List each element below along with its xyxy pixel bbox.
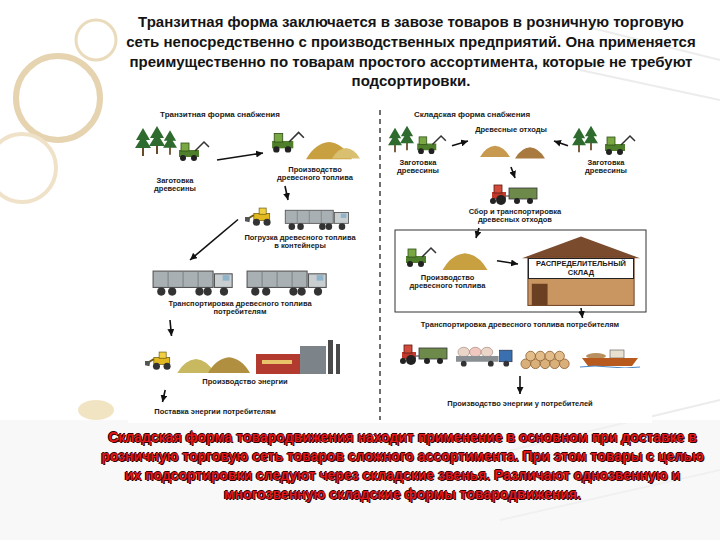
tractor [490,185,537,205]
step-box: Производство энергии [140,338,350,388]
fuel-production-picture [406,248,488,270]
chipper [272,132,304,152]
fuel-pile [443,253,488,270]
step-caption: Сбор и транспортировка древесных отходов [457,208,573,225]
step-box: Заготовка древесины [135,125,215,195]
loading-picture [245,208,349,230]
step-caption: Заготовка древесины [572,159,640,176]
flow-arrow [476,228,479,238]
fuel-production-picture [272,132,360,159]
tractor [400,345,447,365]
step-box: Заготовка древесины [570,125,642,177]
decor-ground [0,420,720,540]
harvest-picture [572,126,635,155]
warehouse [522,237,640,306]
step-box: Производство древесного топлива [400,240,495,292]
step-caption: Транспортировка древесного топлива потре… [397,321,643,330]
harvest-picture [388,126,446,154]
power-plant [256,340,340,374]
step-caption: Заготовка древесины [388,159,448,176]
harvester [417,136,446,154]
flow-arrow [285,186,288,200]
step-box: Погрузка древесного топлива в контейнеры [240,202,360,252]
harvest-picture [135,126,209,161]
step-caption: РАСПРЕДЕЛИТЕЛЬНЫЙ СКЛАД [528,258,634,279]
decor-ring [0,134,56,202]
slide-title: Транзитная форма заключается в завозе то… [122,12,700,91]
step-box: Производство древесного топлива [265,122,365,184]
decor-ring [16,56,100,140]
bag-truck [456,347,512,366]
step-caption: Древесные отходы [472,126,550,135]
step-caption: Заготовка древесины [137,177,213,194]
fuel-pile [177,359,215,373]
step-box: Древесные отходы [470,125,552,165]
flow-arrow [170,320,172,336]
tree [572,128,586,153]
diagram-panel [128,107,652,423]
step-box: Производство энергии у потребителей [430,396,610,410]
harvester [179,142,209,161]
decor-coin [78,400,114,420]
step-box: Поставка энергии потребителям [140,404,290,418]
step-caption: Производство энергии у потребителей [432,400,608,409]
slide-decor [0,20,720,540]
collection-picture [490,185,537,205]
flow-arrow [452,141,468,146]
step-box: Транспортировка древесного топлива потре… [140,262,340,318]
tree [584,126,598,151]
column-heading: Транзитная форма снабжения [140,110,300,120]
decor-ring [76,20,116,60]
tree [163,130,177,155]
step-caption: Производство древесного топлива [267,166,363,183]
delivery-picture [400,345,640,369]
loader [145,352,171,370]
truck [153,271,232,296]
loader [245,208,271,226]
tree [400,126,414,151]
flow-arrow [217,153,263,160]
warehouse-frame [395,230,646,312]
step-box: Заготовка древесины [386,125,450,177]
step-caption: Производство энергии [142,378,348,387]
flow-arrow [511,167,515,178]
flow-arrow [163,390,166,402]
flow-arrow [497,261,518,264]
log-pile [521,351,569,368]
boat [580,350,640,368]
fuel-pile [208,357,250,373]
energy-picture [145,340,340,374]
harvester [605,136,635,155]
step-box: Транспортировка древесного топлива потре… [395,320,645,374]
step-box: РАСПРЕДЕЛИТЕЛЬНЫЙ СКЛАД [520,236,642,306]
tree [149,126,165,154]
waste-picture [480,146,545,159]
waste-pile [515,147,545,158]
container-truck [285,210,348,230]
step-box: Сбор и транспортировка древесных отходов [455,180,575,226]
step-caption: Поставка энергии потребителям [142,408,288,417]
chipper [406,248,436,267]
column-divider [379,110,380,420]
column-heading: Складская форма снабжения [392,110,552,120]
flow-arrow [554,141,568,146]
tree [135,128,151,156]
flow-arrow [190,220,238,261]
flow-arrow [519,376,521,394]
waste-pile [480,146,510,157]
fuel-pile [332,148,360,159]
flow-arrow [581,308,583,318]
step-caption: Транспортировка древесного топлива потре… [142,300,338,317]
tree [388,128,402,153]
truck [247,271,326,296]
transport-picture [153,271,326,296]
slide-caption: Складская форма товародвижения находит п… [95,428,710,504]
step-caption: Производство древесного топлива [402,274,493,291]
step-caption: Погрузка древесного топлива в контейнеры [242,234,358,251]
